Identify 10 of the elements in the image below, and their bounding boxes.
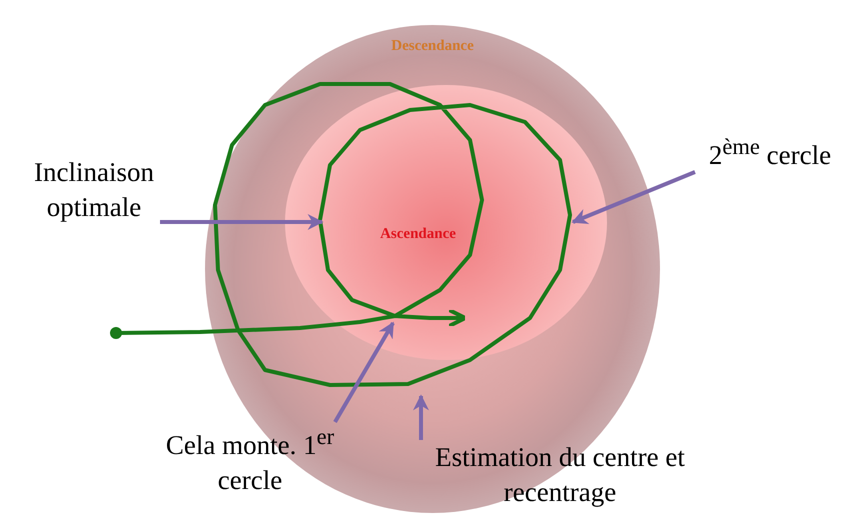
annotation-label: 2$^{ème}$ cercle	[708, 133, 832, 172]
annotation-label: Cela monte. 1$^{er}$ cercle	[165, 423, 335, 498]
zone-label: Ascendance	[380, 225, 456, 244]
leader-arrow	[160, 214, 324, 230]
leader-arrow	[333, 322, 395, 424]
annotation-label: Estimation du centre et recentrage	[434, 441, 686, 510]
leader-arrow	[413, 394, 429, 440]
leader-arrow	[572, 170, 696, 224]
zone-label: Descendance	[391, 37, 474, 56]
annotation-label: Inclinaison optimale	[33, 156, 155, 224]
